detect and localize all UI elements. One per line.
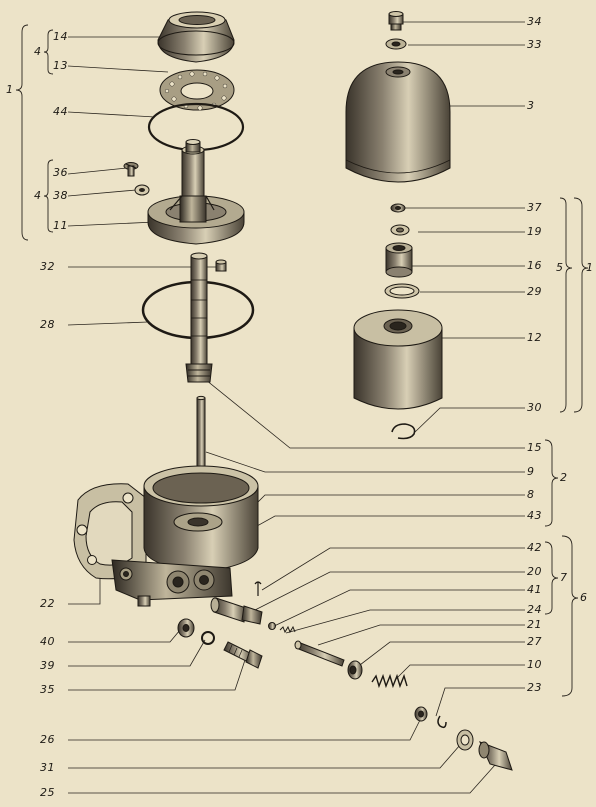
- part-36-screw: [123, 162, 139, 177]
- label-part-10: 10: [527, 658, 542, 671]
- grouping-brackets: [15, 24, 589, 697]
- label-part-3: 3: [527, 99, 535, 112]
- part-23-ring: [437, 715, 447, 729]
- group-label-6: 6: [580, 591, 588, 604]
- label-part-41: 41: [527, 583, 542, 596]
- label-part-33: 33: [527, 38, 542, 51]
- part-3-cap: [345, 61, 451, 183]
- label-part-22: 22: [40, 597, 55, 610]
- part-26-washer: [414, 706, 428, 722]
- part-13-gasket: [159, 69, 235, 111]
- part-29-ring: [384, 283, 420, 299]
- group-label-1-left: 1: [6, 83, 14, 96]
- part-25-plug: [478, 741, 513, 771]
- part-27-nut: [347, 660, 363, 680]
- part-24-spring: [279, 625, 296, 634]
- part-37-nut: [390, 203, 406, 213]
- label-part-26: 26: [40, 733, 55, 746]
- group-label-4-lower: 4: [34, 189, 42, 202]
- part-12-filter-element: [353, 309, 443, 410]
- group-label-2: 2: [560, 471, 568, 484]
- label-part-9: 9: [527, 465, 535, 478]
- label-part-12: 12: [527, 331, 542, 344]
- label-part-36: 36: [53, 166, 68, 179]
- part-30-snap-ring: [391, 423, 416, 440]
- part-33-washer: [385, 38, 407, 50]
- label-part-16: 16: [527, 259, 542, 272]
- label-part-19: 19: [527, 225, 542, 238]
- label-part-21: 21: [527, 618, 542, 631]
- group-label-7: 7: [560, 571, 568, 584]
- part-19-washer: [390, 224, 410, 236]
- part-40-washer: [177, 618, 195, 638]
- part-34-plug: [388, 11, 404, 31]
- label-part-44: 44: [53, 105, 68, 118]
- part-35-bolt: [223, 641, 263, 669]
- label-part-20: 20: [527, 565, 542, 578]
- label-part-14: 14: [53, 30, 68, 43]
- part-32-plug: [215, 259, 227, 272]
- label-part-13: 13: [53, 59, 68, 72]
- part-31-washer: [456, 729, 474, 751]
- label-part-35: 35: [40, 683, 55, 696]
- part-21-pin: [294, 640, 345, 667]
- label-part-39: 39: [40, 659, 55, 672]
- part-39-lock-washer: [201, 631, 215, 645]
- part-16-valve: [385, 242, 413, 278]
- part-10-spring: [371, 673, 408, 689]
- label-part-31: 31: [40, 761, 55, 774]
- group-label-4-upper: 4: [34, 45, 42, 58]
- part-41-ball: [268, 622, 276, 630]
- part-11-filter-head: [147, 139, 245, 245]
- label-part-27: 27: [527, 635, 542, 648]
- label-part-8: 8: [527, 488, 535, 501]
- group-label-1-right: 1: [586, 261, 594, 274]
- label-part-29: 29: [527, 285, 542, 298]
- label-part-42: 42: [527, 541, 542, 554]
- label-part-32: 32: [40, 260, 55, 273]
- label-part-30: 30: [527, 401, 542, 414]
- group-label-5: 5: [556, 261, 564, 274]
- label-part-15: 15: [527, 441, 542, 454]
- label-part-23: 23: [527, 681, 542, 694]
- leader-lines: [67, 21, 525, 794]
- label-part-11: 11: [53, 219, 68, 232]
- part-38-washer: [134, 184, 150, 196]
- label-part-37: 37: [527, 201, 542, 214]
- label-part-38: 38: [53, 189, 68, 202]
- label-part-34: 34: [527, 15, 542, 28]
- label-part-24: 24: [527, 603, 542, 616]
- label-part-25: 25: [40, 786, 55, 799]
- part-15-center-tube: [185, 252, 213, 383]
- label-part-40: 40: [40, 635, 55, 648]
- part-8-filter-body: [73, 465, 259, 607]
- label-part-28: 28: [40, 318, 55, 331]
- label-part-43: 43: [527, 509, 542, 522]
- part-14-cover-cap: [157, 11, 235, 63]
- part-20-valve-body: [210, 597, 263, 625]
- part-43-pin: [254, 581, 262, 596]
